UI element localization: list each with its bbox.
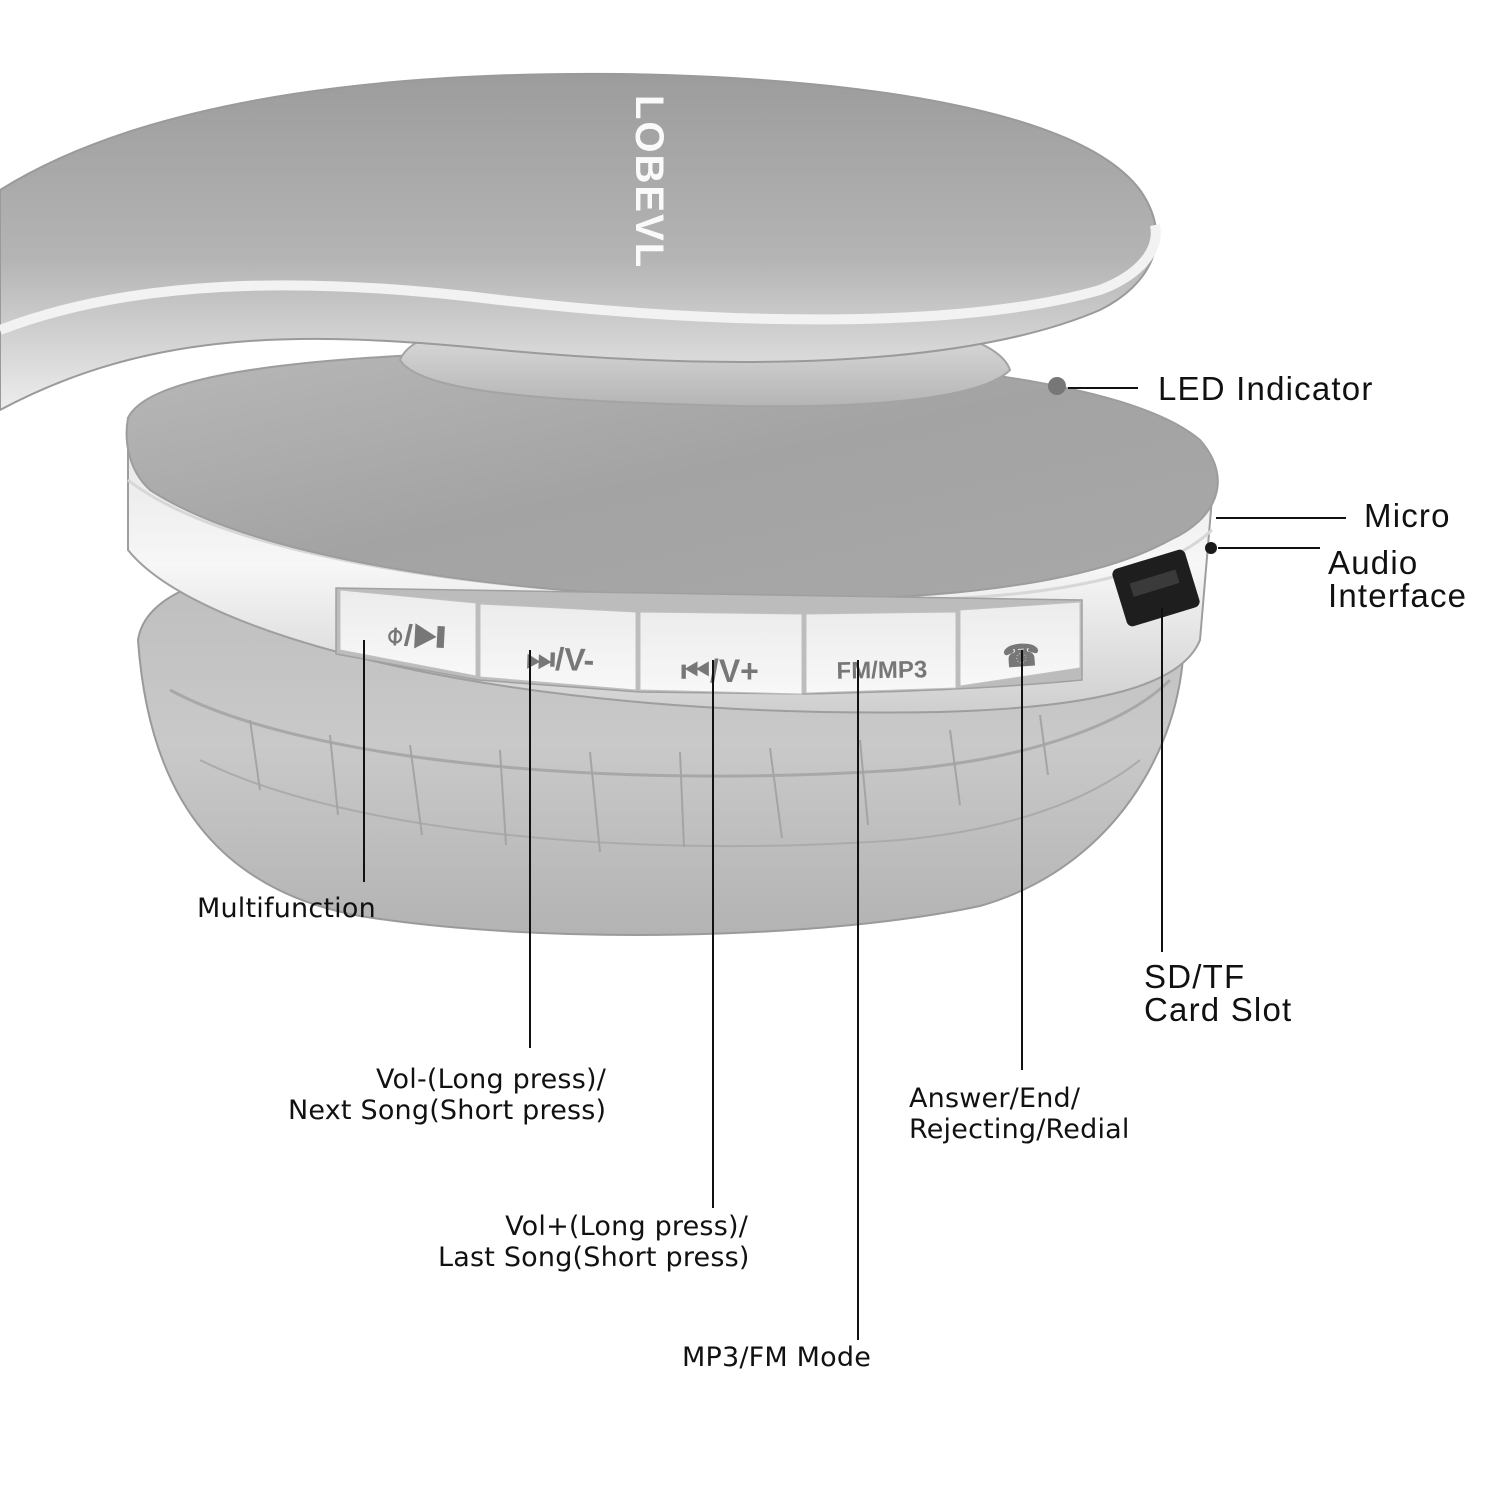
key-multifunction[interactable] [339, 589, 477, 677]
key-next-vol-down[interactable] [479, 603, 637, 691]
key-fm-mp3[interactable] [805, 611, 957, 694]
prev-vol-up-button-icon: ⏮/V+ [681, 653, 759, 689]
multifunction-button-icon: ⌽/▶❙ [385, 619, 445, 655]
mp3-fm-mode-label: MP3/FM Mode [682, 1342, 872, 1373]
sd-card-slot-label: SD/TF Card Slot [1144, 958, 1293, 1028]
leader-lines [363, 387, 1346, 1340]
brand-logo: LOBEVL [627, 95, 671, 269]
next-vol-down-button-icon: ⏭/V- [526, 640, 595, 678]
headband [0, 72, 1161, 412]
button-strip: ⌽/▶❙ ⏭/V- ⏮/V+ FM/MP3 ☎ [335, 587, 1083, 695]
multifunction-label: Multifunction [197, 893, 376, 924]
vol-minus-label: Vol-(Long press)/ Next Song(Short press) [288, 1064, 607, 1127]
answer-end-label: Answer/End/ Rejecting/Redial [909, 1083, 1130, 1146]
vol-plus-label: Vol+(Long press)/ Last Song(Short press) [438, 1211, 750, 1274]
fm-mp3-button-label: FM/MP3 [836, 656, 927, 685]
led-indicator-label: LED Indicator [1158, 370, 1374, 407]
key-answer[interactable] [959, 601, 1081, 687]
micro-label: Micro [1364, 497, 1451, 534]
led-indicator-dot [1048, 377, 1066, 395]
audio-jack-port [1205, 542, 1217, 554]
key-prev-vol-up[interactable] [639, 611, 803, 695]
audio-interface-label: Audio Interface [1328, 544, 1468, 614]
